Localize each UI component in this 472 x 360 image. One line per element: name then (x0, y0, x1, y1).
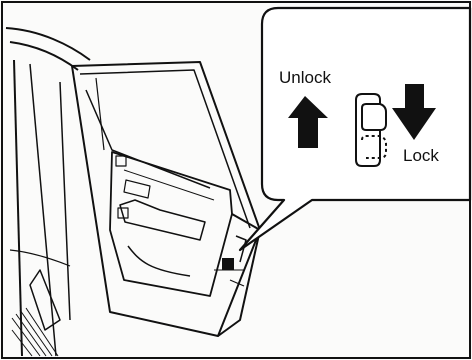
speaker-grille (12, 308, 58, 356)
car-body-illustration (6, 28, 90, 356)
open-door-illustration (72, 62, 260, 336)
lock-location-marker (222, 258, 234, 270)
unlock-label: Unlock (279, 69, 331, 86)
lock-label: Lock (403, 147, 439, 164)
